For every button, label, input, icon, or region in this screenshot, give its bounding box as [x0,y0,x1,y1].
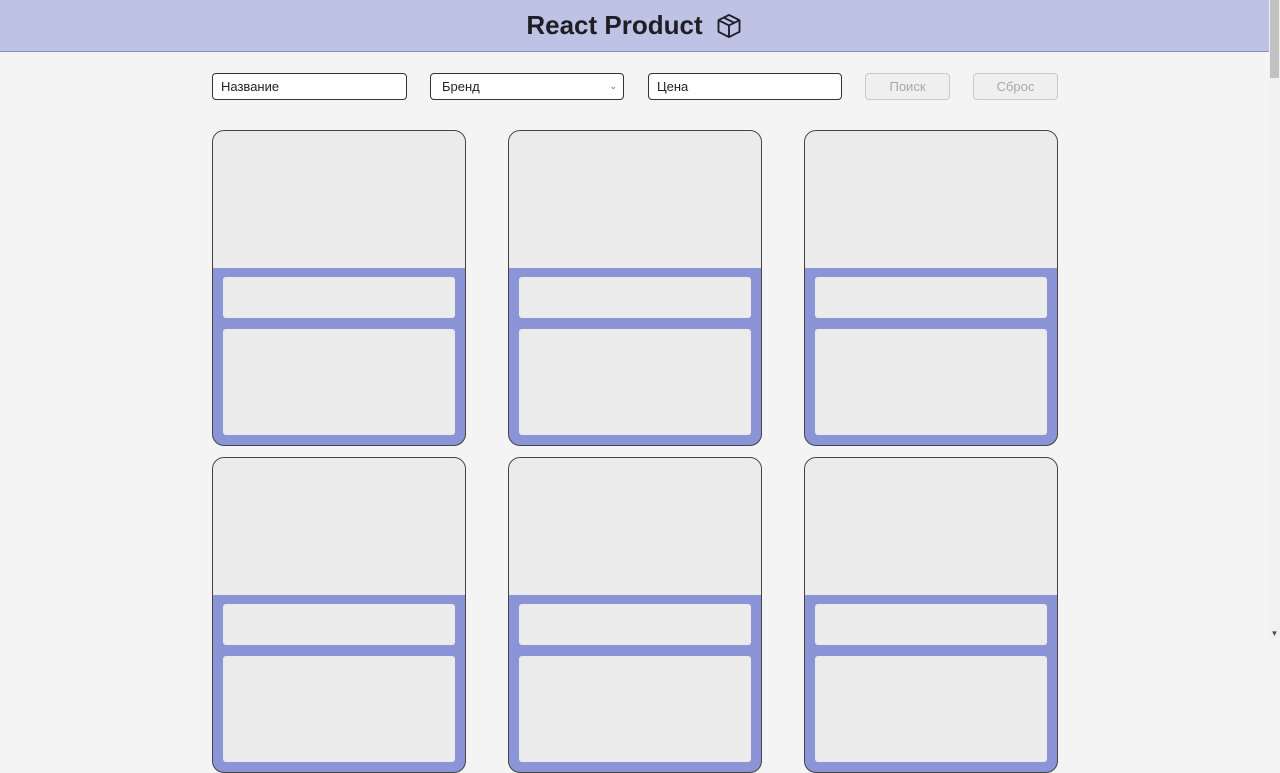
reset-button[interactable]: Сброс [973,73,1058,100]
brand-select[interactable]: Бренд ⌄ [430,73,624,100]
name-input[interactable]: Название [212,73,407,100]
product-card-skeleton [508,130,762,446]
filter-bar: Название Бренд ⌄ Цена Поиск Сброс [212,73,1058,100]
app-title-text: React Product [526,10,703,40]
name-input-placeholder: Название [221,79,280,94]
price-input-placeholder: Цена [657,79,689,94]
vertical-scrollbar[interactable]: ▼ [1269,0,1280,639]
card-image-placeholder [509,131,761,268]
card-image-placeholder [509,458,761,595]
search-button[interactable]: Поиск [865,73,950,100]
reset-button-label: Сброс [996,79,1035,94]
brand-select-value: Бренд [442,79,480,94]
product-card-skeleton [508,457,762,773]
card-image-placeholder [805,458,1057,595]
card-title-placeholder [519,604,751,645]
price-input[interactable]: Цена [648,73,842,100]
card-body-placeholder [223,329,455,435]
product-card-skeleton [804,457,1058,773]
card-title-placeholder [815,604,1047,645]
card-body-placeholder [815,656,1047,762]
scroll-down-arrow-icon[interactable]: ▼ [1270,629,1279,638]
card-body-placeholder [519,329,751,435]
product-card-skeleton [804,130,1058,446]
card-image-placeholder [213,131,465,268]
card-image-placeholder [213,458,465,595]
card-title-placeholder [223,277,455,318]
scrollbar-thumb[interactable] [1270,0,1279,78]
chevron-down-icon: ⌄ [609,81,617,91]
search-button-label: Поиск [889,79,926,94]
card-title-placeholder [223,604,455,645]
box-icon [717,13,741,38]
product-card-skeleton [212,457,466,773]
card-body-placeholder [519,656,751,762]
card-title-placeholder [815,277,1047,318]
card-body-placeholder [223,656,455,762]
card-image-placeholder [805,131,1057,268]
app-title: React Product [526,10,742,41]
card-body-placeholder [815,329,1047,435]
app-header: React Product [0,0,1269,52]
product-card-skeleton [212,130,466,446]
card-title-placeholder [519,277,751,318]
